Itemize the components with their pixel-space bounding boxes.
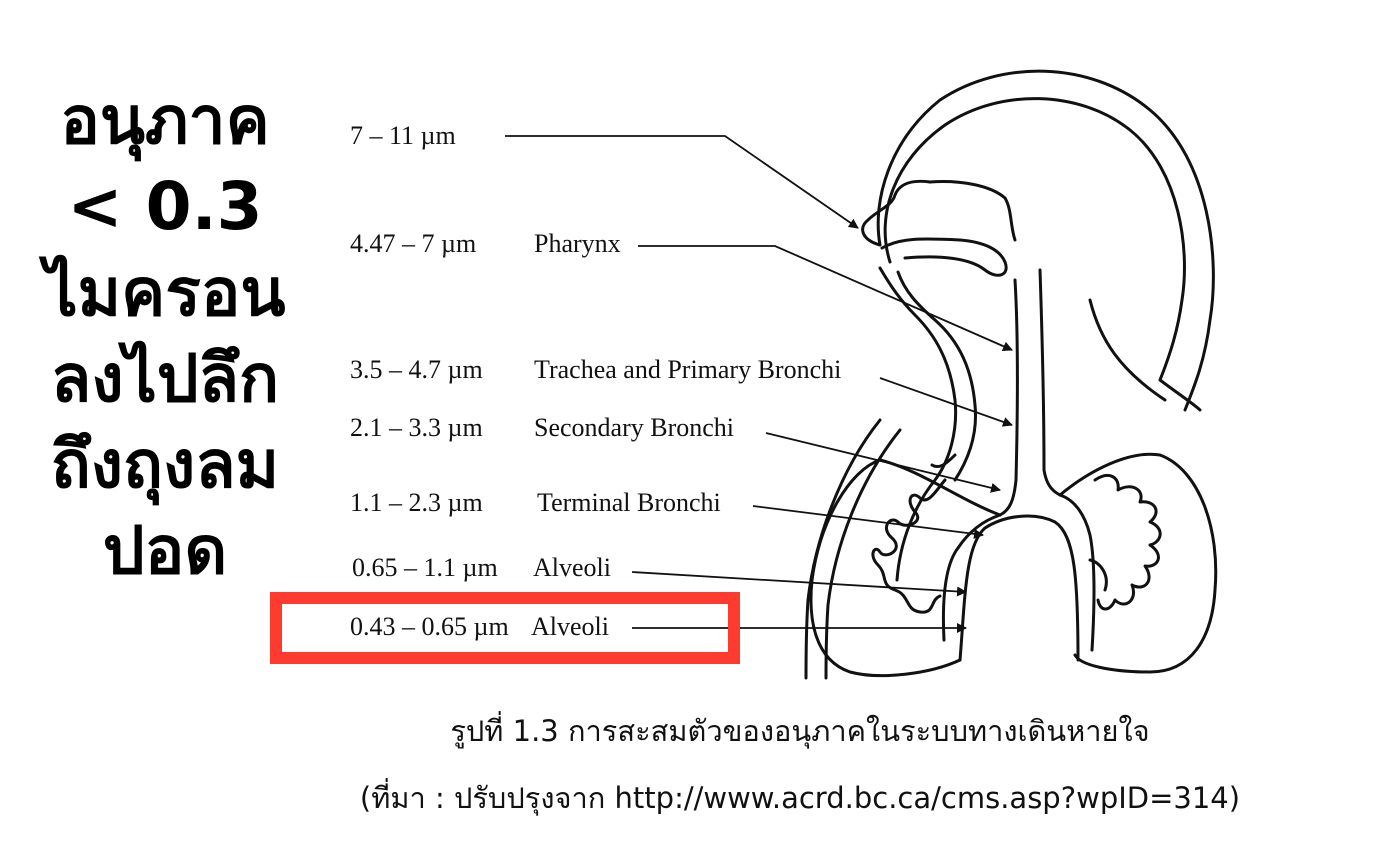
head-outline xyxy=(876,69,1215,412)
size-label: 0.65 – 1.1 µm xyxy=(352,553,498,582)
leader-line xyxy=(752,505,984,539)
nose-outline xyxy=(861,179,932,247)
head-inner-outline xyxy=(883,97,1202,412)
palate xyxy=(928,180,1017,242)
size-label: 3.5 – 4.7 µm xyxy=(350,355,483,384)
right-lung-outline xyxy=(1058,452,1218,674)
region-label: Trachea and Primary Bronchi xyxy=(534,355,842,384)
pharynx-wall-right xyxy=(896,270,978,482)
right-bronchiole-detail xyxy=(1093,474,1162,611)
side-note-line: ปอด xyxy=(102,512,228,589)
left-bronchiole-detail-2 xyxy=(930,453,957,469)
size-label: 4.47 – 7 µm xyxy=(350,229,477,258)
leader-line xyxy=(638,245,1013,351)
pharynx-wall-left xyxy=(878,266,958,582)
figure-source: (ที่มา : ปรับปรุงจาก http://www.acrd.bc.… xyxy=(359,781,1241,815)
side-note-line: อนุภาค xyxy=(60,82,270,159)
left-bronchiole-detail xyxy=(871,478,947,614)
trachea-left xyxy=(998,278,1019,517)
size-label: 0.43 – 0.65 µm xyxy=(350,612,509,641)
left-bronchus-inner xyxy=(941,513,1002,642)
region-label: Terminal Bronchi xyxy=(537,488,721,517)
region-label: Alveoli xyxy=(531,612,609,641)
highlight-box xyxy=(270,592,740,664)
carina xyxy=(958,514,1080,662)
neck-back xyxy=(1088,298,1167,402)
right-bronchiole-detail-2 xyxy=(1088,558,1108,592)
trachea-right xyxy=(1038,268,1062,497)
leader-line xyxy=(765,432,1001,493)
left-lung-outline xyxy=(809,458,1002,678)
size-label: 7 – 11 µm xyxy=(350,121,456,150)
size-label: 1.1 – 2.3 µm xyxy=(350,488,483,517)
leader-line xyxy=(631,571,967,597)
region-label: Alveoli xyxy=(533,553,611,582)
side-note-line: ถึงถุงลม xyxy=(50,426,280,503)
region-label: Secondary Bronchi xyxy=(534,413,735,442)
leader-line xyxy=(505,135,859,229)
size-label: 2.1 – 3.3 µm xyxy=(350,413,483,442)
nasal-cavity xyxy=(880,237,1008,277)
side-note: อนุภาค < 0.3 ไมครอน ลงไปลึก ถึงถุงลม ปอด xyxy=(20,78,310,594)
side-note-line: ลงไปลึก xyxy=(50,340,280,417)
figure-caption: รูปที่ 1.3 การสะสมตัวของอนุภาคในระบบทางเ… xyxy=(450,714,1150,748)
side-note-line: < 0.3 xyxy=(67,168,263,245)
leader-line xyxy=(879,377,1013,427)
right-bronchus-inner xyxy=(1058,493,1096,652)
side-note-line: ไมครอน xyxy=(44,254,286,331)
region-label: Pharynx xyxy=(534,229,621,258)
